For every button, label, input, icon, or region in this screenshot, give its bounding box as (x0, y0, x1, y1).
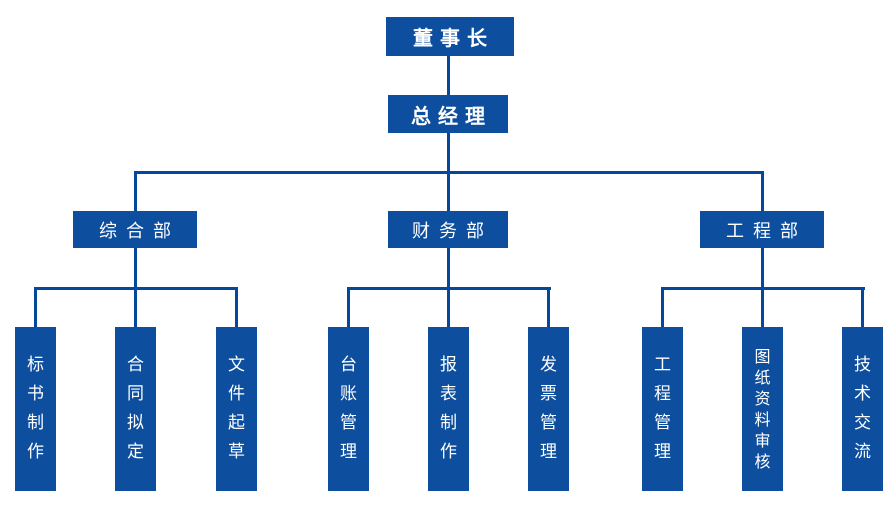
connector-drop-leaf9 (861, 287, 864, 327)
node-dept-general-label: 综合部 (99, 220, 180, 242)
connector-drop-dept2 (447, 171, 450, 211)
node-leaf-label: 图纸资料审核 (754, 347, 771, 471)
node-leaf-invoice-management: 发票管理 (528, 327, 569, 491)
connector-drop-leaf5 (447, 287, 450, 327)
node-dept-finance-label: 财务部 (412, 220, 493, 242)
connector-dept1-trunk (134, 248, 137, 288)
connector-drop-leaf2 (134, 287, 137, 327)
node-dept-engineering-label: 工程部 (726, 220, 807, 242)
connector-drop-dept1 (134, 171, 137, 211)
node-leaf-drawing-review: 图纸资料审核 (742, 327, 783, 491)
node-dept-finance: 财务部 (388, 211, 508, 248)
connector-chairman-gm (447, 56, 450, 96)
node-general-manager-label: 总经理 (411, 103, 492, 128)
connector-drop-leaf7 (661, 287, 664, 327)
node-chairman: 董事长 (386, 17, 514, 56)
node-leaf-label: 文件起草 (228, 355, 245, 462)
connector-drop-leaf8 (761, 287, 764, 327)
node-leaf-label: 合同拟定 (127, 355, 144, 462)
connector-drop-dept3 (761, 171, 764, 211)
node-general-manager: 总经理 (388, 95, 508, 133)
connector-dept2-trunk (447, 248, 450, 288)
node-leaf-bid-preparation: 标书制作 (15, 327, 56, 491)
node-leaf-technical-exchange: 技术交流 (842, 327, 883, 491)
node-chairman-label: 董事长 (413, 26, 494, 50)
node-leaf-ledger-management: 台账管理 (328, 327, 369, 491)
node-dept-engineering: 工程部 (700, 211, 824, 248)
node-dept-general: 综合部 (73, 211, 197, 248)
connector-drop-leaf4 (347, 287, 350, 327)
node-leaf-label: 标书制作 (27, 355, 44, 462)
connector-drop-leaf6 (547, 287, 550, 327)
connector-gm-trunk (447, 132, 450, 174)
node-leaf-label: 报表制作 (440, 355, 457, 462)
node-leaf-document-drafting: 文件起草 (216, 327, 257, 491)
node-leaf-label: 技术交流 (854, 355, 871, 462)
node-leaf-report-preparation: 报表制作 (428, 327, 469, 491)
connector-dept3-trunk (761, 248, 764, 288)
connector-drop-leaf3 (235, 287, 238, 327)
node-leaf-project-management: 工程管理 (642, 327, 683, 491)
node-leaf-label: 台账管理 (340, 355, 357, 462)
node-leaf-label: 工程管理 (654, 355, 671, 462)
connector-drop-leaf1 (34, 287, 37, 327)
node-leaf-contract-drafting: 合同拟定 (115, 327, 156, 491)
node-leaf-label: 发票管理 (540, 355, 557, 462)
